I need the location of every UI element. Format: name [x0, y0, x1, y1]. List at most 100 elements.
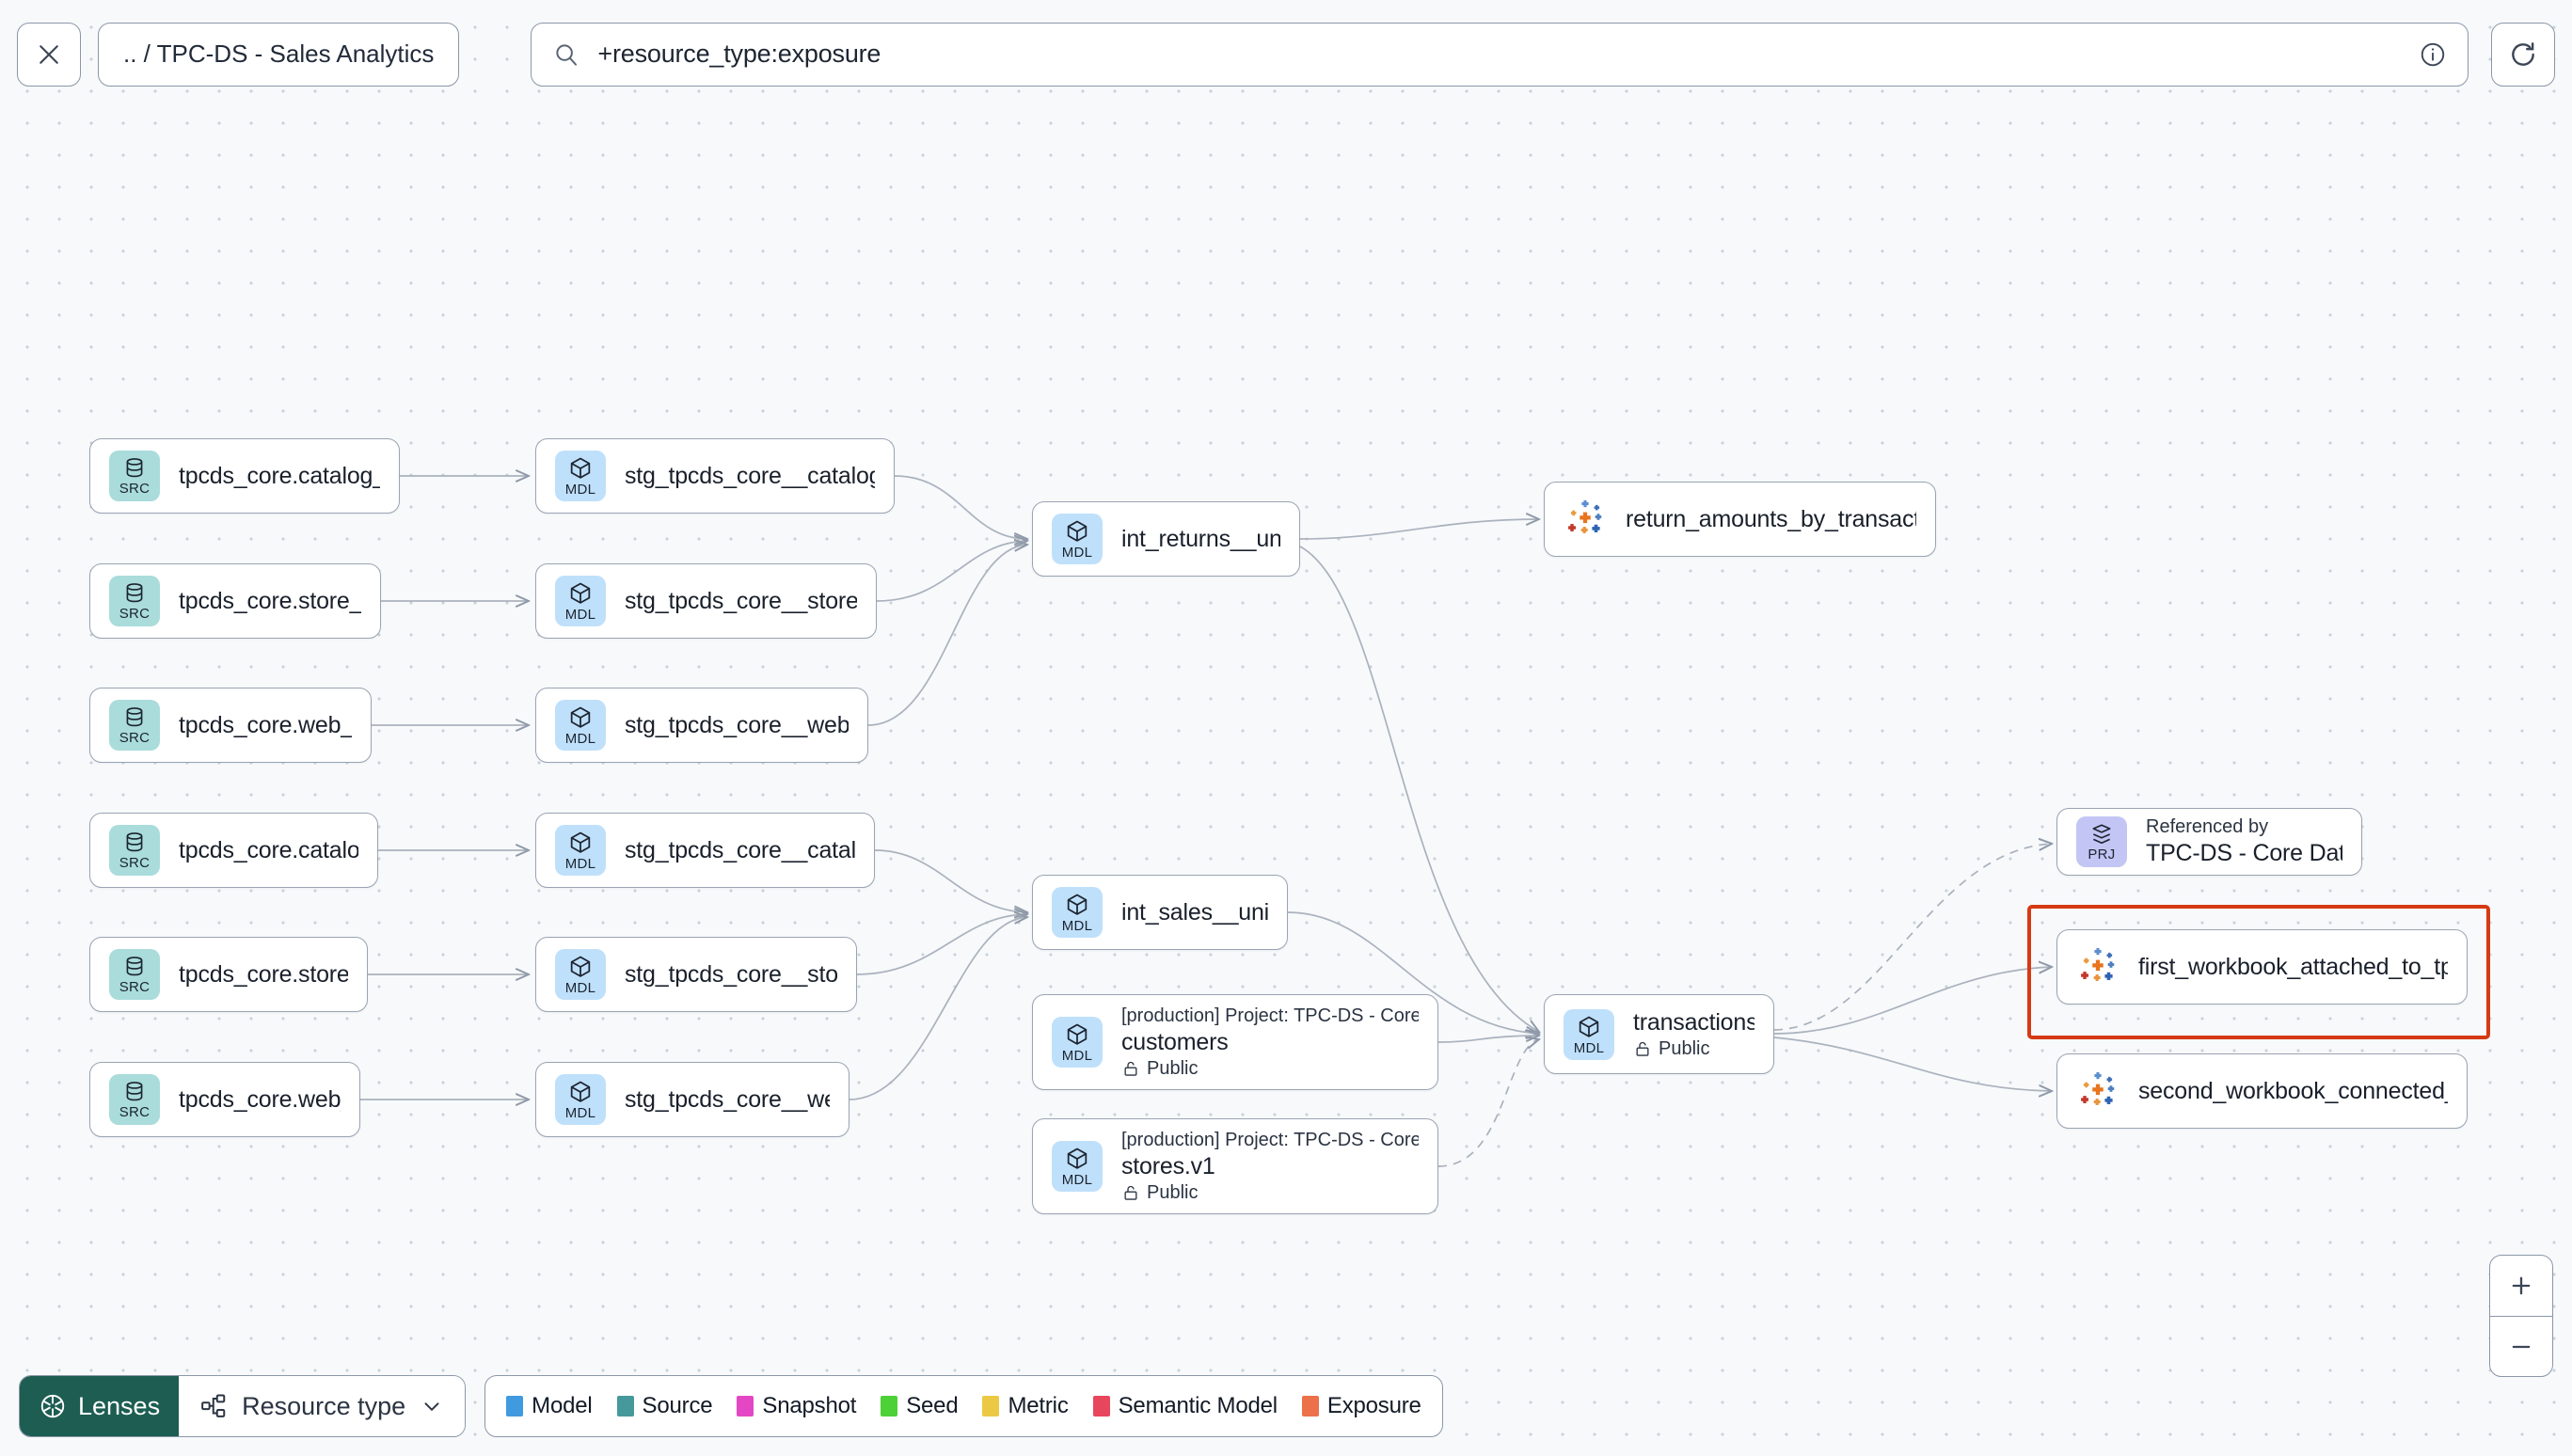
node-title: stg_tpcds_core__catalog_sales: [625, 836, 855, 863]
node-title: customers: [1121, 1028, 1229, 1055]
mdl-badge-icon: MDL: [1564, 1008, 1614, 1060]
graph-node-src_store_sales[interactable]: SRC tpcds_core.store_sales: [89, 937, 368, 1012]
top-toolbar: .. / TPC-DS - Sales Analytics +resource_…: [0, 0, 2572, 108]
zoom-in-button[interactable]: [2490, 1256, 2552, 1316]
mdl-badge-label: MDL: [564, 980, 596, 996]
mdl-badge-icon: MDL: [555, 700, 606, 751]
legend-label: Exposure: [1326, 1393, 1421, 1418]
prj-badge-label: PRJ: [2088, 847, 2116, 863]
mdl-badge-icon: MDL: [1052, 514, 1103, 564]
node-text: second_workbook_connected_to_live…: [2138, 1078, 2448, 1105]
node-text: stg_tpcds_core__catalog_sales: [625, 837, 855, 864]
aperture-icon: [39, 1392, 67, 1420]
node-title: stores.v1: [1121, 1152, 1215, 1179]
node-access-label: Public: [1147, 1181, 1199, 1203]
node-subtitle: [production] Project: TPC-DS - Core Data…: [1121, 1129, 1419, 1150]
lock-icon: [1633, 1039, 1652, 1058]
graph-node-return_amounts[interactable]: return_amounts_by_transaction_type: [1544, 482, 1936, 557]
legend-item-seed[interactable]: Seed: [881, 1393, 959, 1419]
mdl-badge-icon: MDL: [555, 451, 606, 501]
search-bar[interactable]: +resource_type:exposure: [531, 22, 2469, 87]
node-title: tpcds_core.web_returns: [179, 711, 352, 738]
mdl-badge-icon: MDL: [555, 1074, 606, 1125]
mdl-badge-label: MDL: [1061, 1172, 1093, 1188]
tableau-exposure-icon: [2076, 1069, 2120, 1113]
legend-label: Source: [642, 1393, 713, 1418]
src-badge-icon: SRC: [109, 576, 160, 626]
node-title: TPC-DS - Core Data Models: [2146, 840, 2342, 866]
zoom-out-button[interactable]: [2490, 1316, 2552, 1376]
node-text: stg_tpcds_core__store_returns: [625, 588, 857, 615]
node-title: stg_tpcds_core__store_returns: [625, 587, 857, 614]
breadcrumb[interactable]: .. / TPC-DS - Sales Analytics: [98, 22, 460, 87]
src-badge-label: SRC: [119, 979, 151, 995]
lenses-button[interactable]: Lenses: [20, 1376, 180, 1436]
src-badge-label: SRC: [119, 606, 151, 622]
close-icon: [35, 40, 63, 69]
legend-swatch: [881, 1396, 898, 1416]
legend-item-source[interactable]: Source: [616, 1393, 713, 1419]
graph-node-src_catalog_returns[interactable]: SRC tpcds_core.catalog_returns: [89, 438, 400, 514]
legend-swatch: [737, 1396, 754, 1416]
node-access-meta: Public: [1121, 1182, 1419, 1204]
close-button[interactable]: [17, 22, 81, 87]
mdl-badge-icon: MDL: [1052, 1141, 1103, 1192]
node-text: tpcds_core.catalog_returns: [179, 463, 380, 490]
mdl-badge-label: MDL: [564, 731, 596, 747]
refresh-button[interactable]: [2491, 22, 2555, 87]
info-icon[interactable]: [2419, 40, 2447, 69]
node-access-meta: Public: [1633, 1038, 1754, 1060]
node-text: tpcds_core.web_sales: [179, 1086, 341, 1114]
legend-item-model[interactable]: Model: [506, 1393, 593, 1419]
legend-item-exposure[interactable]: Exposure: [1301, 1393, 1421, 1419]
graph-node-stores_v1[interactable]: MDL [production] Project: TPC-DS - Core D…: [1032, 1118, 1438, 1214]
lens-group: Lenses Resource type: [19, 1375, 467, 1437]
graph-node-second_workbook[interactable]: second_workbook_connected_to_live…: [2056, 1053, 2468, 1129]
bottom-toolbar: Lenses Resource type: [19, 1375, 1443, 1437]
lock-icon: [1121, 1059, 1140, 1078]
node-title: return_amounts_by_transaction_type: [1626, 505, 1916, 532]
legend-item-metric[interactable]: Metric: [982, 1393, 1069, 1419]
legend-item-snapshot[interactable]: Snapshot: [737, 1393, 856, 1419]
src-badge-icon: SRC: [109, 700, 160, 751]
graph-node-customers[interactable]: MDL[production] Project: TPC-DS - Core D…: [1032, 994, 1438, 1090]
graph-node-first_workbook[interactable]: first_workbook_attached_to_tpc-ds_-_…: [2056, 929, 2468, 1005]
legend-item-semantic-model[interactable]: Semantic Model: [1092, 1393, 1278, 1419]
src-badge-label: SRC: [119, 481, 151, 497]
refresh-icon: [2508, 40, 2538, 70]
resource-type-dropdown[interactable]: Resource type: [179, 1376, 466, 1436]
lineage-canvas[interactable]: SRCtpcds_core.catalog_returnsSRCtpcds_co…: [0, 108, 2572, 1456]
graph-node-src_web_returns[interactable]: SRC tpcds_core.web_returns: [89, 688, 372, 763]
node-text: first_workbook_attached_to_tpc-ds_-_…: [2138, 954, 2448, 981]
legend-label: Model: [532, 1393, 593, 1418]
node-title: first_workbook_attached_to_tpc-ds_-_…: [2138, 953, 2448, 980]
legend-label: Snapshot: [762, 1393, 857, 1418]
node-title: tpcds_core.web_sales: [179, 1085, 341, 1113]
node-access-label: Public: [1147, 1057, 1199, 1079]
breadcrumb-label: .. / TPC-DS - Sales Analytics: [123, 40, 435, 68]
mdl-badge-icon: MDL: [1052, 887, 1103, 938]
node-title: second_workbook_connected_to_live…: [2138, 1077, 2448, 1104]
node-access-meta: Public: [1121, 1058, 1419, 1080]
search-icon: [552, 40, 580, 69]
legend-label: Seed: [906, 1393, 959, 1418]
node-title: tpcds_core.store_sales: [179, 960, 348, 988]
node-text: tpcds_core.web_returns: [179, 712, 352, 739]
search-input[interactable]: +resource_type:exposure: [597, 40, 881, 68]
tableau-exposure-icon: [2076, 945, 2120, 989]
